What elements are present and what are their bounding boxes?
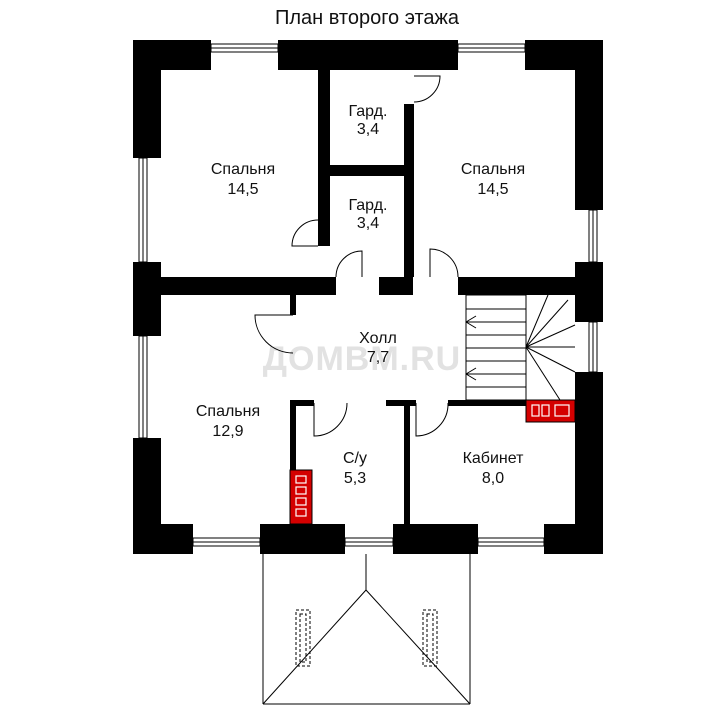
interior-walls (161, 70, 575, 524)
room-name: С/у (343, 450, 367, 467)
watermark: ДОМВМ.RU (263, 340, 461, 378)
room-name: Гард. (349, 103, 388, 120)
chimney-flue-study (525, 399, 576, 423)
room-area: 14,5 (227, 181, 258, 198)
windows (138, 43, 598, 547)
room-wardrobe-2: Гард. 3,4 (349, 197, 388, 232)
room-bathroom: С/у 5,3 (343, 450, 367, 487)
room-area: 3,4 (357, 121, 379, 138)
room-name: Спальня (196, 403, 260, 420)
room-name: Холл (359, 330, 397, 347)
room-area: 5,3 (344, 470, 366, 487)
room-wardrobe-1: Гард. 3,4 (349, 103, 388, 138)
room-bedroom-ne: Спальня 14,5 (461, 161, 525, 198)
porch-roof (262, 554, 471, 705)
room-bedroom-sw: Спальня 12,9 (196, 403, 260, 440)
plan-title: План второго этажа (275, 7, 460, 29)
room-area: 14,5 (477, 181, 508, 198)
room-area: 7,7 (367, 349, 389, 366)
outer-walls (133, 40, 603, 554)
room-study: Кабинет 8,0 (463, 450, 525, 487)
staircase (465, 294, 576, 401)
room-name: Спальня (211, 161, 275, 178)
room-bedroom-nw: Спальня 14,5 (211, 161, 275, 198)
room-area: 3,4 (357, 215, 379, 232)
chimney-flue-bathroom (289, 469, 313, 525)
room-area: 8,0 (482, 470, 504, 487)
room-name: Спальня (461, 161, 525, 178)
doors (254, 75, 459, 437)
room-name: Гард. (349, 197, 388, 214)
room-name: Кабинет (463, 450, 525, 467)
room-area: 12,9 (212, 423, 243, 440)
room-hall: Холл 7,7 (359, 330, 397, 366)
